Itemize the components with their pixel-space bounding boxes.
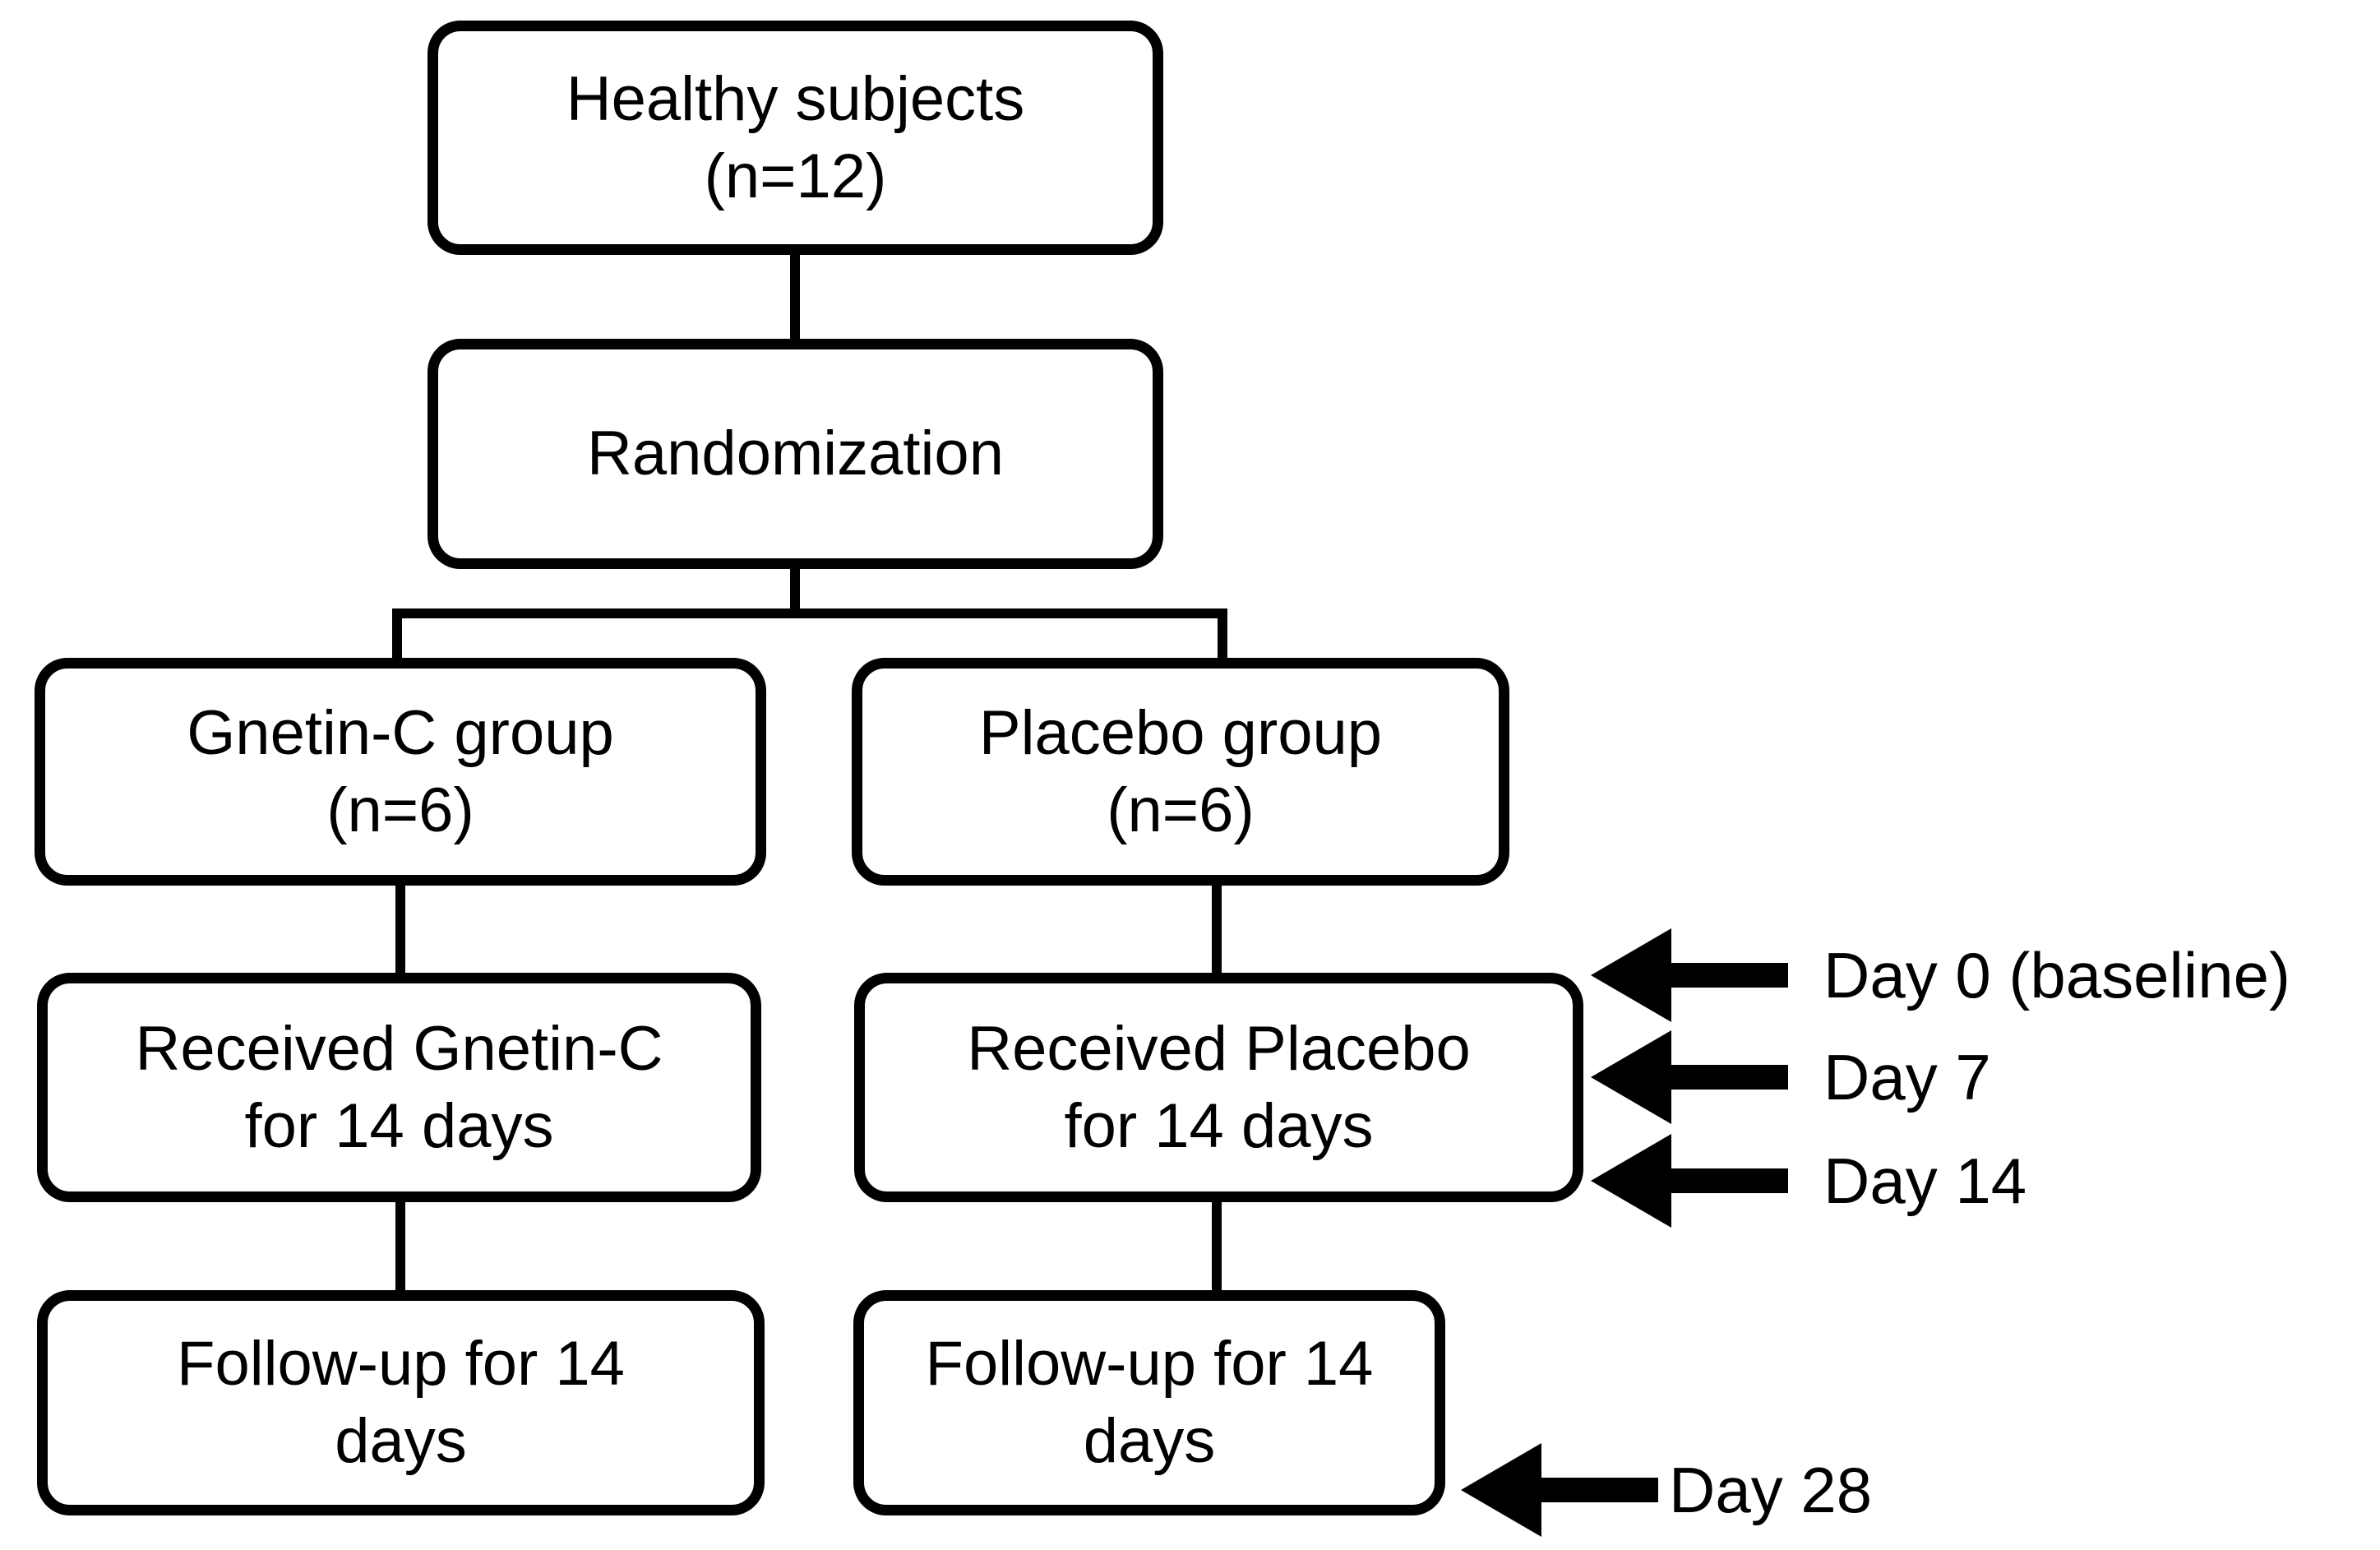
timeline-arrow-day-14 xyxy=(1591,1134,1788,1228)
node-healthy-subjects-label: Healthy subjects (n=12) xyxy=(566,63,1025,211)
node-gnetin-c-group-label: Gnetin-C group (n=6) xyxy=(187,697,614,845)
node-placebo-group-label: Placebo group (n=6) xyxy=(978,697,1383,845)
node-followup-gnetin: Follow-up for 14 days xyxy=(37,1290,765,1515)
node-received-gnetin-c: Received Gnetin-C for 14 days xyxy=(37,973,761,1202)
node-randomization-label: Randomization xyxy=(587,419,1004,488)
connector-placebo-group-to-treatment xyxy=(1212,880,1222,979)
split-stub-right xyxy=(1218,608,1227,664)
timeline-label-day-14: Day 14 xyxy=(1823,1145,2027,1217)
node-randomization: Randomization xyxy=(427,339,1163,569)
timeline-arrow-day-0 xyxy=(1591,928,1788,1022)
timeline-label-day-28: Day 28 xyxy=(1669,1454,1873,1526)
node-received-placebo: Received Placebo for 14 days xyxy=(854,973,1583,1202)
node-followup-placebo-label: Follow-up for 14 days xyxy=(925,1329,1374,1476)
node-gnetin-c-group: Gnetin-C group (n=6) xyxy=(35,658,766,886)
left-arrow-icon xyxy=(1591,1030,1671,1124)
split-bar xyxy=(392,608,1227,618)
left-arrow-tail xyxy=(1537,1478,1658,1502)
node-followup-gnetin-label: Follow-up for 14 days xyxy=(177,1329,625,1476)
split-stub-left xyxy=(392,608,402,664)
connector-gnetin-group-to-treatment xyxy=(395,880,405,979)
connector-gnetin-treatment-to-followup xyxy=(395,1196,405,1295)
node-placebo-group: Placebo group (n=6) xyxy=(852,658,1509,886)
node-received-placebo-label: Received Placebo for 14 days xyxy=(967,1013,1471,1161)
left-arrow-icon xyxy=(1591,1134,1671,1228)
left-arrow-icon xyxy=(1461,1443,1541,1537)
connector-healthy-to-randomization xyxy=(790,247,800,345)
connector-randomization-to-split xyxy=(790,563,800,617)
connector-placebo-treatment-to-followup xyxy=(1212,1196,1222,1295)
timeline-label-day-0: Day 0 (baseline) xyxy=(1823,939,2290,1011)
node-followup-placebo: Follow-up for 14 days xyxy=(853,1290,1445,1515)
left-arrow-tail xyxy=(1666,963,1788,988)
timeline-arrow-day-7 xyxy=(1591,1030,1788,1124)
timeline-arrow-day-28 xyxy=(1461,1443,1658,1537)
left-arrow-icon xyxy=(1591,928,1671,1022)
node-healthy-subjects: Healthy subjects (n=12) xyxy=(427,21,1163,255)
node-received-gnetin-c-label: Received Gnetin-C for 14 days xyxy=(135,1013,663,1161)
left-arrow-tail xyxy=(1666,1168,1788,1193)
timeline-label-day-7: Day 7 xyxy=(1823,1041,1991,1113)
left-arrow-tail xyxy=(1666,1065,1788,1090)
